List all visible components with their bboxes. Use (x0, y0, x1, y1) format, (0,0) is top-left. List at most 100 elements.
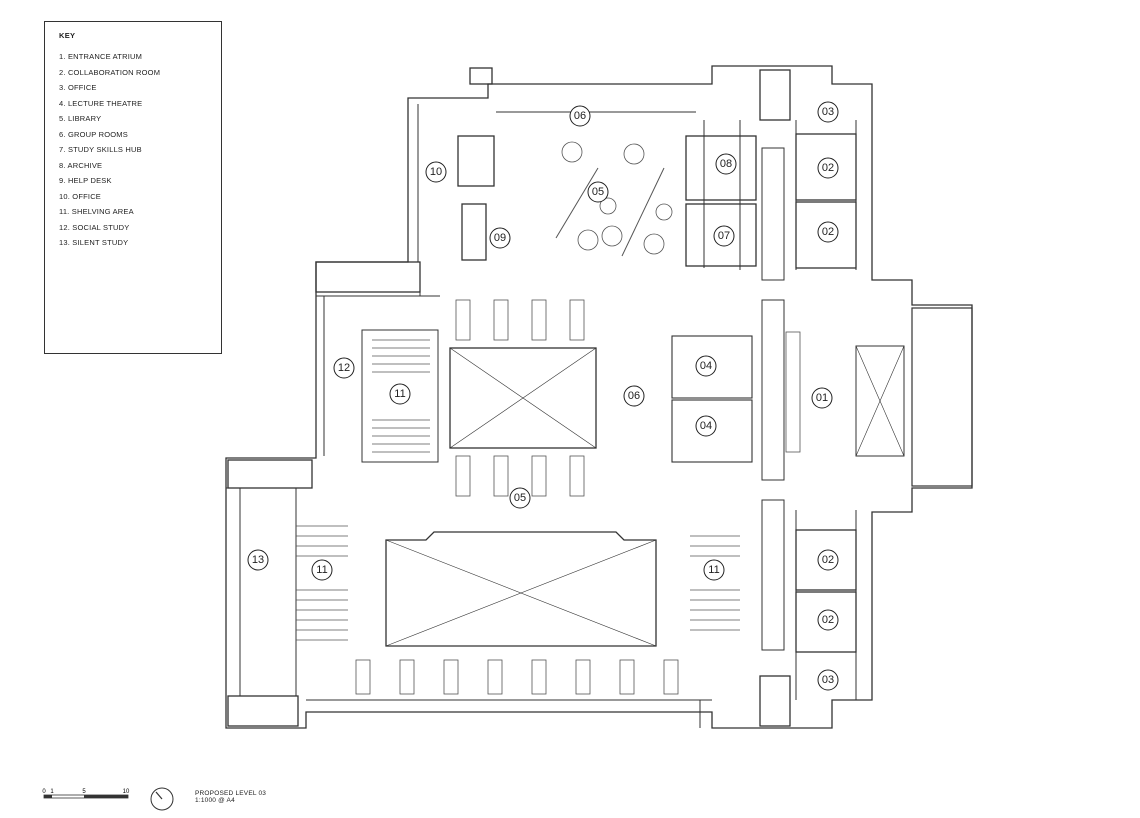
room-label: 06 (628, 390, 640, 402)
room-label: 03 (822, 106, 834, 118)
room-label: 11 (316, 564, 327, 576)
room-bubble (817, 609, 839, 631)
desk-row (399, 659, 415, 695)
room-bubble (817, 549, 839, 571)
room-block (685, 203, 757, 267)
key-item: 5. LIBRARY (59, 114, 102, 123)
desk-row (455, 299, 471, 341)
room-block (795, 133, 857, 201)
room-block (685, 135, 757, 201)
desk-row (443, 659, 459, 695)
stair-core (315, 261, 421, 293)
lecture-theatre (671, 399, 753, 463)
desk-row (569, 455, 585, 497)
key-item: 12. SOCIAL STUDY (59, 222, 130, 232)
room-bubble (425, 161, 447, 183)
desk-row (569, 299, 585, 341)
room-label: 06 (574, 110, 586, 122)
scale-bar: 0 1 5 10 (42, 789, 130, 799)
room-bubble (389, 383, 411, 405)
room-bubble (695, 415, 717, 437)
room-bubble (509, 487, 531, 509)
room-label: 02 (822, 614, 834, 626)
room-bubble (569, 105, 591, 127)
key-item: 4. LECTURE THEATRE (59, 98, 143, 108)
stair-core (759, 675, 791, 727)
room-bubble (713, 225, 735, 247)
round-table (561, 141, 583, 163)
stair-core (227, 459, 313, 489)
scale-tick-10: 10 (123, 789, 130, 795)
stair-core (759, 69, 791, 121)
room-label: 07 (718, 230, 730, 242)
room-bubble (817, 157, 839, 179)
room-label: 04 (700, 360, 712, 372)
room-bubble (703, 559, 725, 581)
atrium-void (855, 345, 905, 457)
round-table (577, 229, 599, 251)
key-title: KEY (59, 31, 76, 40)
room-label: 11 (708, 564, 719, 576)
stair-core (469, 67, 493, 85)
room-block (795, 591, 857, 653)
help-desk (461, 203, 487, 261)
drawing-scale: 1:1000 @ A4 (195, 797, 235, 804)
room-label: 04 (700, 420, 712, 432)
desk-row (531, 299, 547, 341)
shelving-block (361, 329, 439, 463)
room-label: 13 (252, 554, 264, 566)
desk-row (619, 659, 635, 695)
room-label: 02 (822, 162, 834, 174)
key-item: 11. SHELVING AREA (59, 207, 134, 216)
room-bubble (333, 357, 355, 379)
scale-tick-0: 0 (42, 789, 46, 795)
key-legend: KEY 1. ENTRANCE ATRIUM 2. COLLABORATION … (44, 21, 222, 354)
building-outline (225, 65, 973, 729)
round-table (599, 197, 617, 215)
room-bubble (817, 101, 839, 123)
room-label: 10 (430, 166, 442, 178)
scale-tick-1: 1 (50, 789, 54, 795)
room-label: 03 (822, 674, 834, 686)
room-bubble (811, 387, 833, 409)
room-bubble (311, 559, 333, 581)
lower-void (385, 531, 657, 647)
key-item: 6. GROUP ROOMS (59, 129, 128, 139)
desk-row (355, 659, 371, 695)
stair-core (227, 695, 299, 727)
room-bubble (817, 221, 839, 243)
key-item: 9. HELP DESK (59, 176, 112, 185)
lecture-theatre (671, 335, 753, 399)
room-bubble (247, 549, 269, 571)
corridor-strip (761, 147, 785, 281)
desk-row (663, 659, 679, 695)
key-item: 2. COLLABORATION ROOM (59, 67, 161, 77)
room-label: 05 (514, 492, 526, 504)
room-label: 05 (592, 186, 604, 198)
office-box (457, 135, 495, 187)
room-label: 11 (394, 388, 405, 400)
room-bubble (489, 227, 511, 249)
room-label: 09 (494, 232, 506, 244)
scale-tick-5: 5 (82, 789, 86, 795)
key-item: 7. STUDY SKILLS HUB (59, 145, 142, 154)
desk-row (575, 659, 591, 695)
desk-row (531, 659, 547, 695)
round-table (655, 203, 673, 221)
drawing-name: PROPOSED LEVEL 03 (195, 790, 267, 797)
room-bubble (695, 355, 717, 377)
key-item: 3. OFFICE (59, 83, 97, 92)
key-item: 8. ARCHIVE (59, 160, 103, 170)
round-table (601, 225, 623, 247)
desk-row (493, 299, 509, 341)
room-bubble (623, 385, 645, 407)
desk-row (487, 659, 503, 695)
desk-row (785, 331, 801, 453)
corridor-strip (761, 499, 785, 651)
entrance-canopy (911, 307, 973, 487)
room-block (795, 201, 857, 269)
room-label: 08 (720, 158, 732, 170)
room-label: 12 (338, 362, 350, 374)
desk-row (493, 455, 509, 497)
